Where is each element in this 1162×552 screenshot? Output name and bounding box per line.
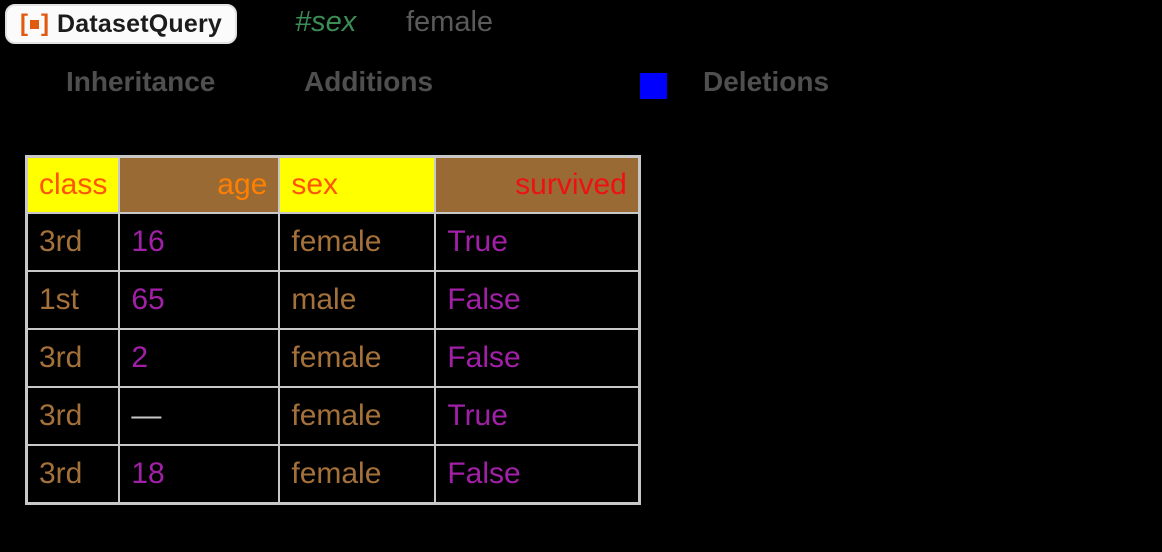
icon-square: [30, 19, 39, 29]
table-row: 3rd 2 female False: [25, 328, 641, 388]
cell-class[interactable]: 3rd: [25, 328, 121, 388]
cell-sex[interactable]: female: [278, 386, 437, 446]
resource-function-icon: []: [20, 12, 49, 36]
cell-survived[interactable]: False: [434, 328, 641, 388]
table-row: 3rd — female True: [25, 386, 641, 446]
table-row: 3rd 18 female False: [25, 444, 641, 505]
additions-label: Additions: [304, 66, 434, 97]
resource-function-name: DatasetQuery: [57, 9, 222, 38]
cell-survived[interactable]: True: [434, 386, 641, 446]
cell-sex[interactable]: male: [278, 270, 437, 330]
slot-expression: #sex: [295, 6, 357, 38]
cell-age[interactable]: 18: [118, 444, 281, 505]
cell-class[interactable]: 1st: [25, 270, 121, 330]
cell-age[interactable]: 2: [118, 328, 281, 388]
cell-age[interactable]: 65: [118, 270, 281, 330]
column-header-survived[interactable]: survived: [434, 155, 641, 214]
code-input-line: [] DatasetQuery #sex female: [0, 0, 1162, 52]
string-argument: female: [406, 6, 494, 38]
cell-class[interactable]: 3rd: [25, 212, 121, 272]
cell-sex[interactable]: female: [278, 212, 437, 272]
cell-sex[interactable]: female: [278, 444, 437, 505]
inheritance-label: Inheritance: [66, 66, 216, 97]
cell-age[interactable]: —: [118, 386, 281, 446]
cell-survived[interactable]: False: [434, 444, 641, 505]
header-row: class age sex survived: [25, 155, 641, 214]
cell-survived[interactable]: False: [434, 270, 641, 330]
column-header-sex[interactable]: sex: [278, 155, 437, 214]
table-row: 1st 65 male False: [25, 270, 641, 330]
resource-function-badge[interactable]: [] DatasetQuery: [5, 4, 237, 44]
deletions-label: Deletions: [703, 66, 830, 97]
bracket-right: ]: [41, 10, 49, 37]
options-legend-line: Inheritance Additions Deletions: [0, 60, 1162, 110]
cell-survived[interactable]: True: [434, 212, 641, 272]
deletions-color-swatch: [640, 73, 667, 99]
table-row: 3rd 16 female True: [25, 212, 641, 272]
cell-class[interactable]: 3rd: [25, 386, 121, 446]
cell-age[interactable]: 16: [118, 212, 281, 272]
cell-class[interactable]: 3rd: [25, 444, 121, 505]
bracket-left: [: [20, 10, 28, 37]
column-header-age[interactable]: age: [118, 155, 281, 214]
cell-sex[interactable]: female: [278, 328, 437, 388]
dataset-table: class age sex survived 3rd 16 female Tru…: [25, 155, 641, 505]
column-header-class[interactable]: class: [25, 155, 121, 214]
